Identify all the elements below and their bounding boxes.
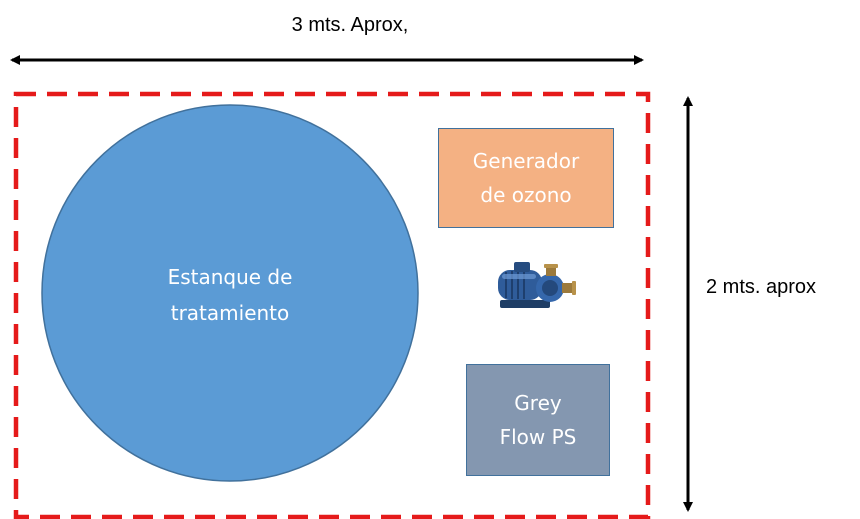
grey-flow-ps-label-line2: Flow PS xyxy=(499,425,577,449)
height-dimension-label: 2 mts. aprox xyxy=(706,276,817,298)
ozone-generator-label-line2: de ozono xyxy=(480,183,572,207)
treatment-tank-label: Estanque de tratamiento xyxy=(40,210,420,380)
site-boundary xyxy=(13,91,651,519)
treatment-tank-label-line2: tratamiento xyxy=(170,301,290,325)
ozone-generator-box: Generador de ozono xyxy=(438,128,614,228)
grey-flow-ps-box: Grey Flow PS xyxy=(466,364,610,476)
ozone-generator-label-line1: Generador xyxy=(472,149,580,173)
grey-flow-ps-label: Grey Flow PS xyxy=(467,365,609,475)
treatment-tank xyxy=(41,104,419,482)
width-dimension-label: 3 mts. Aprox, xyxy=(291,14,409,36)
water-pump-icon xyxy=(498,262,576,308)
ozone-generator-label: Generador de ozono xyxy=(439,129,613,227)
grey-flow-ps-label-line1: Grey xyxy=(514,391,562,415)
treatment-tank-label-line1: Estanque de xyxy=(167,265,293,289)
